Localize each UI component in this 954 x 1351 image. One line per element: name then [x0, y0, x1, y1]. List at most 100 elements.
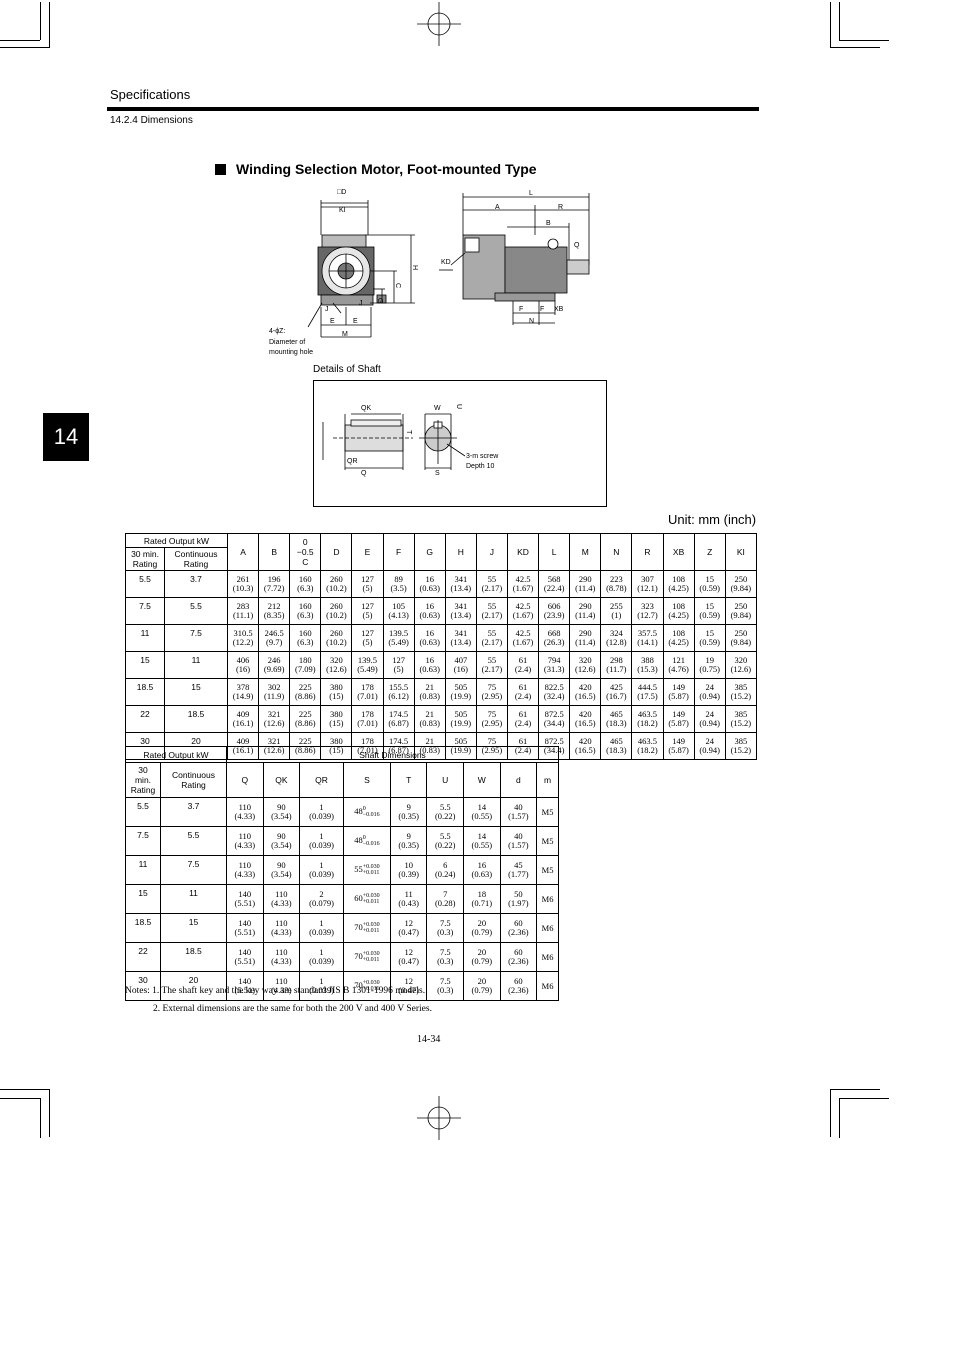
- value-inch: (23.9): [543, 610, 565, 620]
- value-mm: 225: [298, 682, 312, 692]
- value-mm: 90: [277, 831, 286, 841]
- value-mm: 149: [672, 736, 685, 746]
- value-mm: 12: [404, 976, 413, 986]
- value-mm: 341: [454, 628, 468, 638]
- shaft-t-cell: 12(0.47): [389, 942, 428, 972]
- dimension-cell: 75(2.95): [475, 678, 508, 706]
- value-mm: 323: [641, 601, 654, 611]
- side-label-f1: F: [519, 306, 523, 313]
- value-inch: (4.25): [668, 583, 689, 593]
- shaft-header-row-2: 30 min. Rating Continuous Rating Q QK QR…: [125, 762, 559, 798]
- value-inch: (19.9): [450, 691, 472, 701]
- dimension-cell: 15(0.59): [693, 597, 726, 625]
- value-mm: 290: [578, 628, 592, 638]
- value-inch: (0.94): [699, 745, 720, 755]
- dimension-cell: 310.5(12.2): [226, 624, 260, 652]
- value-mm: 444.5: [637, 682, 658, 692]
- shaft-s-cell: 70+0.030+0.011: [342, 942, 391, 972]
- dimension-cell: 323(12.7): [631, 597, 664, 625]
- shaft-d-cell: 50(1.97): [499, 884, 538, 914]
- value-mm: 420: [578, 709, 592, 719]
- shaft-qk-cell: 110(4.33): [262, 942, 301, 972]
- value-inch: (0.83): [419, 718, 440, 728]
- shaft-q-cell: 110(4.33): [226, 855, 264, 885]
- value-inch: (1.67): [512, 583, 534, 593]
- value-mm: 149: [672, 709, 685, 719]
- shaft-t-cell: 12(0.47): [389, 971, 428, 1001]
- value-inch: (11.4): [575, 583, 596, 593]
- value-inch: (0.039): [309, 985, 334, 995]
- dimension-cell: 420(16.5): [569, 732, 602, 760]
- value-inch: (0.039): [309, 927, 334, 937]
- shaft-s-cell: 55+0.030+0.011: [342, 855, 391, 885]
- rating-30min-cell: 30: [125, 971, 161, 1001]
- value-inch: (2.17): [481, 637, 503, 647]
- value-mm: 55: [487, 655, 497, 665]
- value-inch: (0.039): [309, 869, 334, 879]
- value-inch: (0.3): [437, 985, 454, 995]
- value-inch: (2.4): [514, 718, 532, 728]
- dim-col-header: XB: [662, 533, 695, 571]
- value-inch: (5.51): [234, 956, 256, 966]
- shaft-label-u: U: [455, 404, 462, 409]
- dimension-cell: 463.5(18.2): [631, 732, 664, 760]
- value-inch: (4.33): [271, 985, 292, 995]
- value-mm: 15: [705, 574, 714, 584]
- value-mm: 250: [734, 574, 748, 584]
- shaft-qr-cell: 1(0.039): [299, 855, 344, 885]
- s-tolerance: +0.030+0.011: [363, 893, 380, 905]
- rating-continuous-cell: 15: [160, 913, 227, 943]
- value-mm: 42.5: [515, 628, 531, 638]
- value-inch: (0.79): [471, 956, 493, 966]
- value-inch: (7.72): [263, 583, 285, 593]
- shaft-qr-cell: 1(0.039): [299, 942, 344, 972]
- value-inch: (16.5): [574, 745, 596, 755]
- shaft-col-header: T: [389, 762, 428, 798]
- s-base-value: 70: [354, 921, 363, 932]
- value-inch: (8.86): [295, 691, 316, 701]
- shaft-q-cell: 140(5.51): [226, 971, 264, 1001]
- value-inch: (0.59): [699, 610, 720, 620]
- front-label-g: G: [376, 298, 383, 303]
- dimension-cell: 255(1): [600, 597, 633, 625]
- registration-mark-top: [417, 2, 461, 46]
- value-mm: 155.5: [389, 682, 409, 692]
- dimension-cell: 260(10.2): [320, 570, 353, 598]
- dimension-cell: 290(11.4): [569, 597, 602, 625]
- s-tolerance-upper: +0.030: [362, 980, 380, 986]
- value-inch: (12.6): [574, 664, 596, 674]
- value-mm: 108: [672, 628, 685, 638]
- value-mm: 61: [518, 736, 528, 746]
- value-inch: (26.3): [543, 637, 565, 647]
- value-inch: (0.83): [419, 691, 440, 701]
- value-inch: (0.039): [309, 811, 334, 821]
- dimension-cell: 121(4.76): [662, 651, 695, 679]
- value-mm: 260: [330, 601, 343, 611]
- value-mm: 180: [298, 655, 312, 665]
- dimension-cell: 298(11.7): [600, 651, 633, 679]
- motor-front-view-drawing: □D KI H C G J J E E M 4-ϕZ: Diameter of …: [269, 189, 418, 356]
- shaft-u-cell: 7.5(0.3): [426, 971, 465, 1001]
- dimension-cell: 15(0.59): [693, 624, 726, 652]
- value-mm: 127: [361, 628, 374, 638]
- shaft-30min-line1: 30: [138, 765, 148, 775]
- dimension-cell: 444.5(17.5): [631, 678, 664, 706]
- dim-col-header: R: [631, 533, 664, 571]
- s-tolerance-upper: +0.030: [362, 893, 380, 899]
- value-mm: 357.5: [637, 628, 658, 638]
- value-inch: (15): [329, 691, 344, 701]
- dim-continuous-header: Continuous Rating: [164, 547, 228, 571]
- value-inch: (4.33): [234, 869, 256, 879]
- s-tolerance-upper: 0: [362, 835, 366, 841]
- value-mm: 6: [443, 860, 448, 870]
- value-mm: 16: [477, 860, 487, 870]
- value-inch: (3.54): [271, 811, 292, 821]
- shaft-label-qk: QK: [361, 405, 371, 412]
- s-base-value: 48: [354, 834, 363, 845]
- dimension-cell: 357.5(14.1): [631, 624, 664, 652]
- dimension-cell: 149(5.87): [662, 678, 695, 706]
- value-mm: 872.5: [544, 736, 564, 746]
- value-mm: 465: [609, 736, 623, 746]
- shaft-s-cell: 70+0.030+0.011: [342, 971, 391, 1001]
